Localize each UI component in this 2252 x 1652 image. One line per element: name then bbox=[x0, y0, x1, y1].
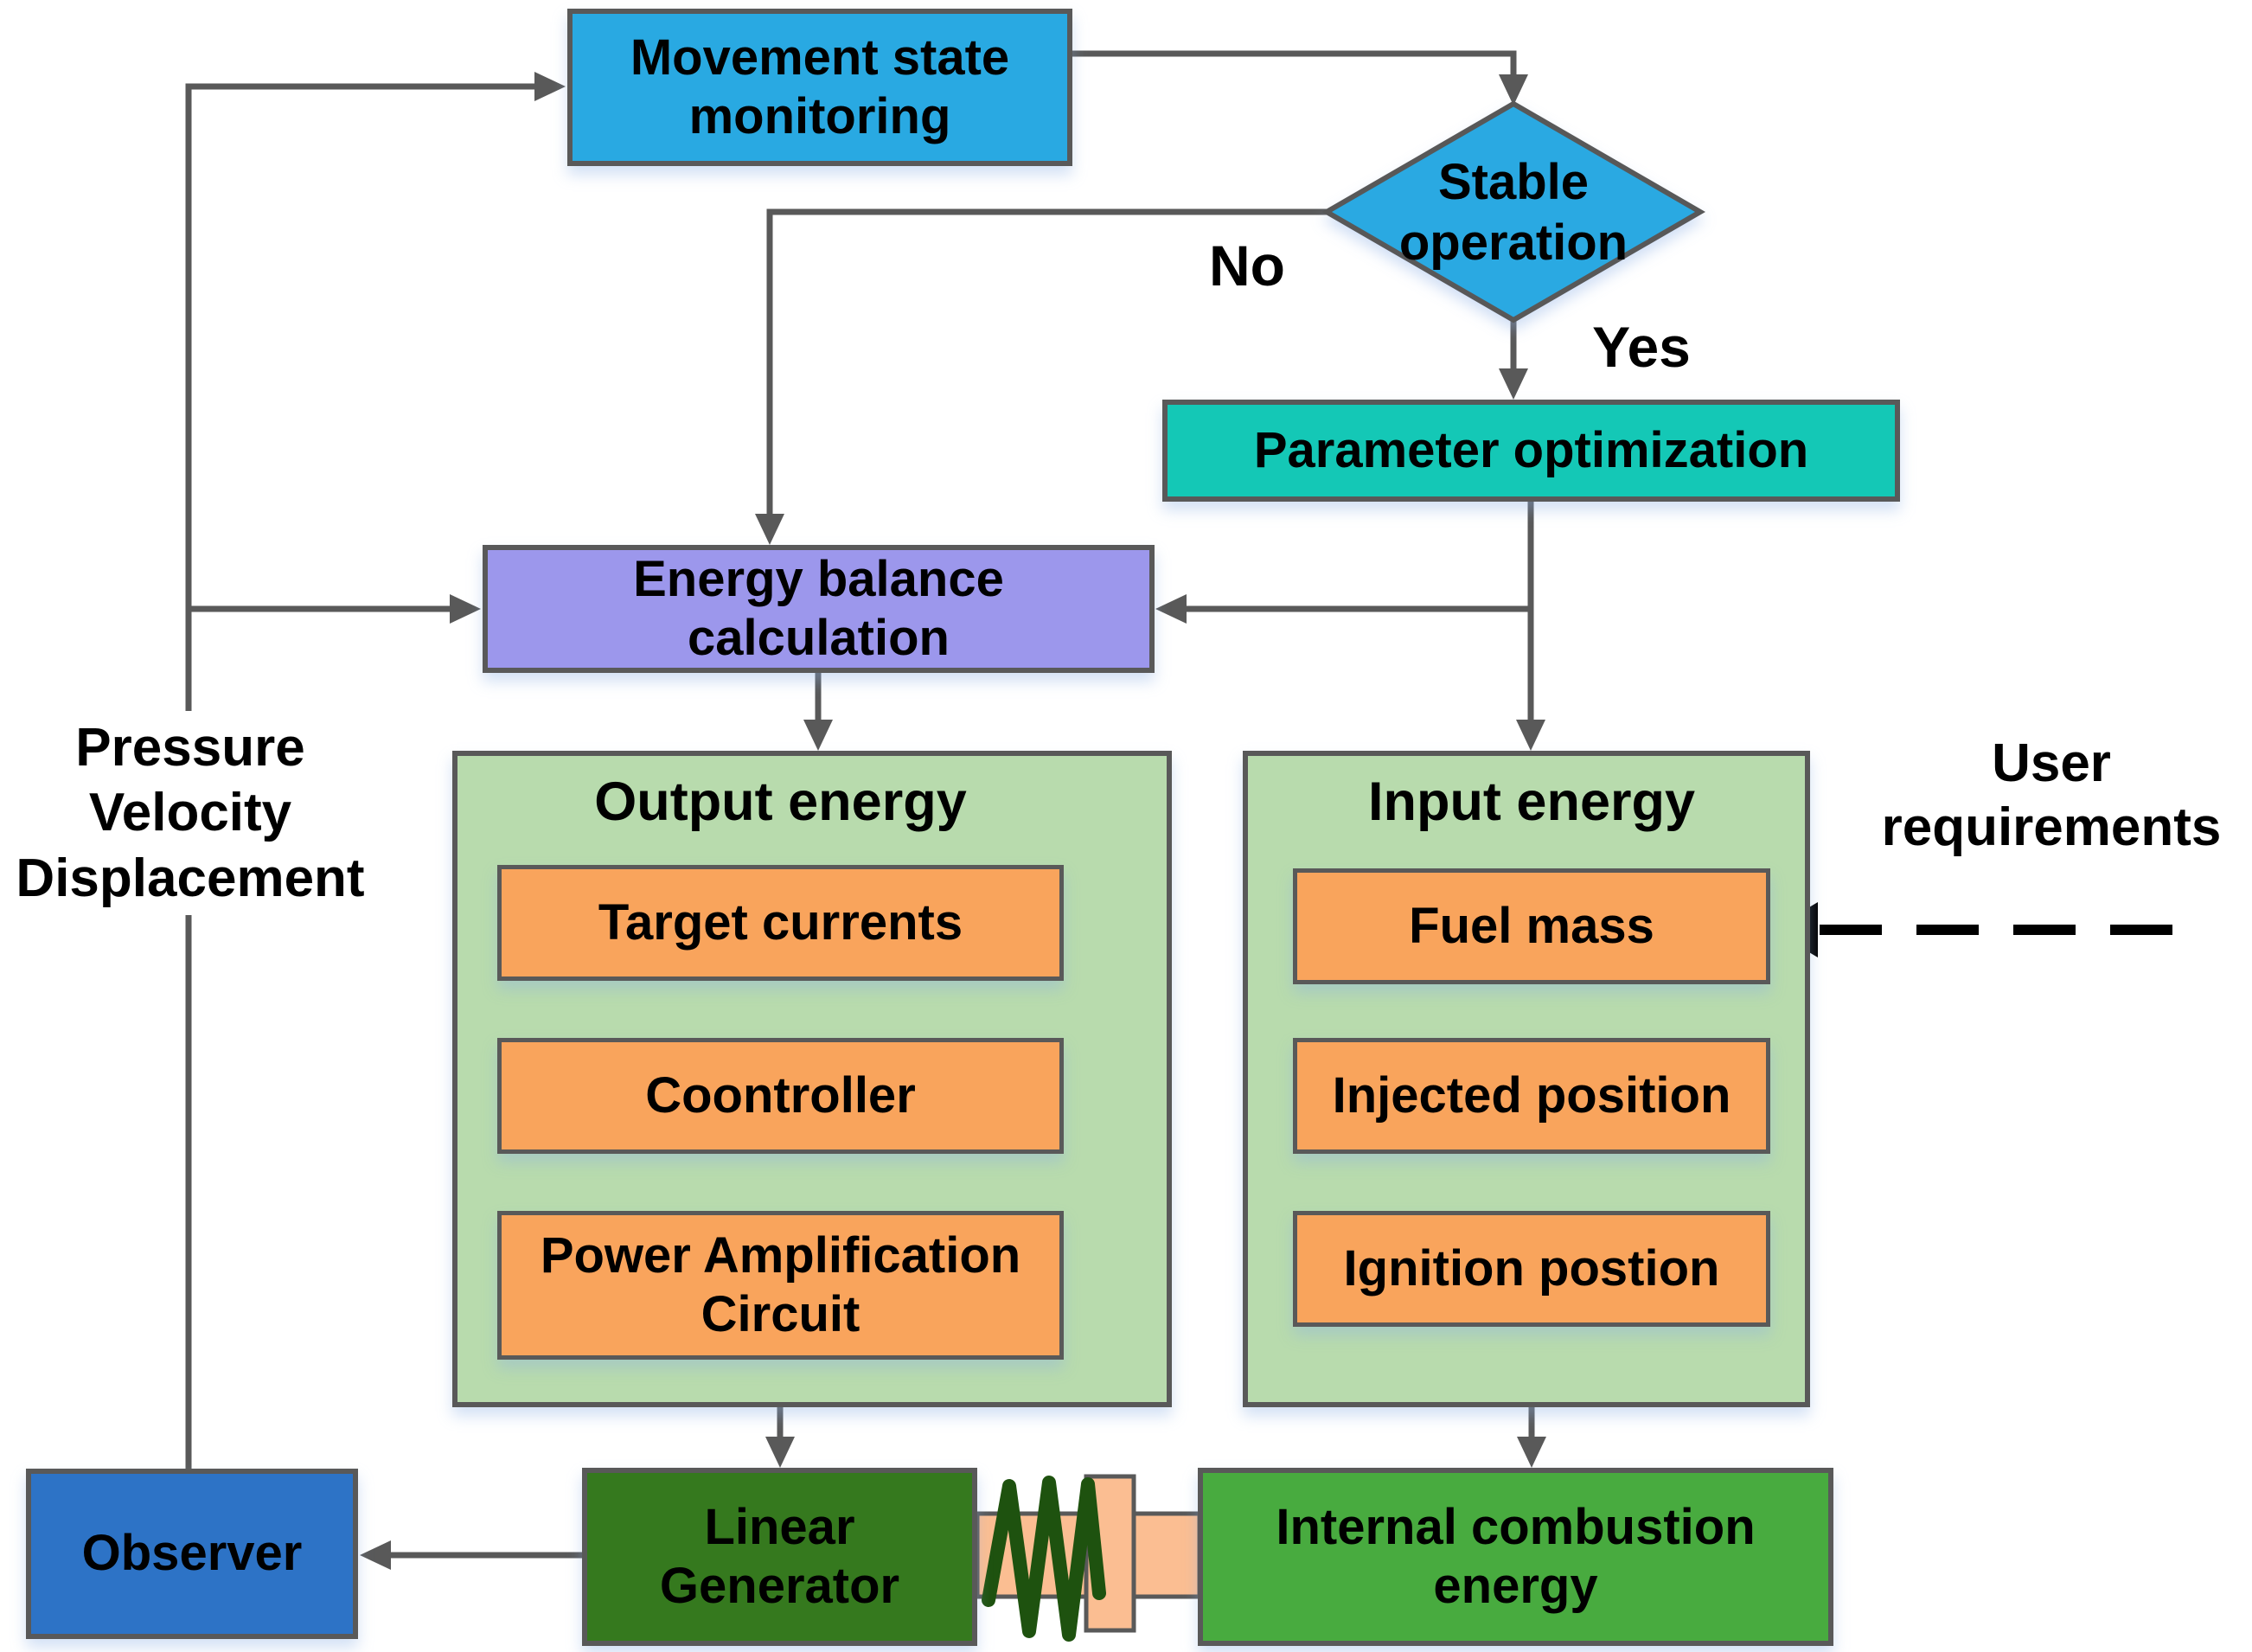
ignition-position-label: Ignition postion bbox=[1343, 1239, 1720, 1297]
no-label: No bbox=[1169, 227, 1325, 306]
movement-to-stable-arrowhead-icon bbox=[1499, 74, 1528, 106]
parameter-optimization-label: Parameter optimization bbox=[1253, 421, 1809, 478]
input-energy-title-text: Input energy bbox=[1367, 772, 1696, 833]
no-branch-arrowhead-icon bbox=[755, 514, 784, 545]
fuel-mass-box: Fuel mass bbox=[1293, 868, 1770, 984]
feedback-signals-text: Pressure Velocity Displacement bbox=[16, 717, 365, 908]
param-to-input-arrowhead-icon bbox=[1516, 720, 1545, 751]
feedback-arrow bbox=[185, 83, 553, 1469]
feedback-arrowhead-icon bbox=[534, 72, 566, 101]
energy-balance-box: Energy balance calculation bbox=[483, 545, 1155, 673]
power-amplification-circuit-box: Power Amplification Circuit bbox=[497, 1211, 1064, 1360]
movement-state-monitoring-box: Movement state monitoring bbox=[567, 9, 1072, 166]
internal-combustion-energy-label: Internal combustion energy bbox=[1276, 1498, 1756, 1614]
target-currents-label: Target currents bbox=[598, 893, 963, 951]
output-energy-title: Output energy bbox=[497, 763, 1064, 842]
energy-balance-label: Energy balance calculation bbox=[633, 550, 1004, 666]
movement-state-monitoring-label: Movement state monitoring bbox=[630, 29, 1010, 144]
no-branch-arrow bbox=[766, 208, 1327, 531]
stable-operation-text: Stable operation bbox=[1398, 154, 1628, 271]
param-to-energy-arrowhead-icon bbox=[1155, 594, 1187, 624]
piston-coupling bbox=[975, 1474, 1202, 1642]
linear-to-observer-arrowhead-icon bbox=[360, 1540, 391, 1570]
controller-box: Coontroller bbox=[497, 1038, 1064, 1154]
injected-position-box: Injected position bbox=[1293, 1038, 1770, 1154]
yes-branch-arrowhead-icon bbox=[1499, 368, 1528, 400]
ignition-to-internal-arrowhead-icon bbox=[1517, 1437, 1546, 1468]
user-requirements-text: User requirements bbox=[1881, 733, 2222, 857]
yes-label: Yes bbox=[1555, 308, 1728, 387]
power-amplification-circuit-label: Power Amplification Circuit bbox=[540, 1226, 1021, 1342]
linear-generator-box: Linear Generator bbox=[582, 1468, 977, 1646]
linear-generator-label: Linear Generator bbox=[659, 1498, 900, 1614]
stable-operation-label: Stable operation bbox=[1349, 131, 1678, 294]
feedback-to-energy-arrowhead-icon bbox=[450, 594, 481, 624]
injected-position-label: Injected position bbox=[1332, 1066, 1731, 1124]
yes-text: Yes bbox=[1592, 315, 1691, 380]
fuel-mass-label: Fuel mass bbox=[1409, 897, 1654, 954]
spring-icon bbox=[982, 1476, 1106, 1642]
observer-label: Observer bbox=[81, 1525, 303, 1582]
no-text: No bbox=[1209, 234, 1285, 298]
user-requirements-label: User requirements bbox=[1851, 725, 2252, 867]
internal-combustion-energy-box: Internal combustion energy bbox=[1198, 1468, 1833, 1646]
controller-label: Coontroller bbox=[645, 1066, 916, 1124]
target-currents-box: Target currents bbox=[497, 865, 1064, 981]
observer-box: Observer bbox=[26, 1469, 358, 1639]
output-energy-title-text: Output energy bbox=[594, 772, 967, 833]
poweramp-to-linear-arrowhead-icon bbox=[765, 1437, 795, 1468]
energy-to-output-arrowhead-icon bbox=[803, 720, 833, 751]
input-energy-title: Input energy bbox=[1293, 763, 1770, 842]
movement-to-stable-arrow bbox=[1072, 50, 1517, 93]
stable-operation-diamond-shape bbox=[1321, 100, 1705, 323]
feedback-signals-label: Pressure Velocity Displacement bbox=[4, 706, 376, 920]
ignition-position-box: Ignition postion bbox=[1293, 1211, 1770, 1327]
parameter-optimization-box: Parameter optimization bbox=[1162, 400, 1900, 502]
